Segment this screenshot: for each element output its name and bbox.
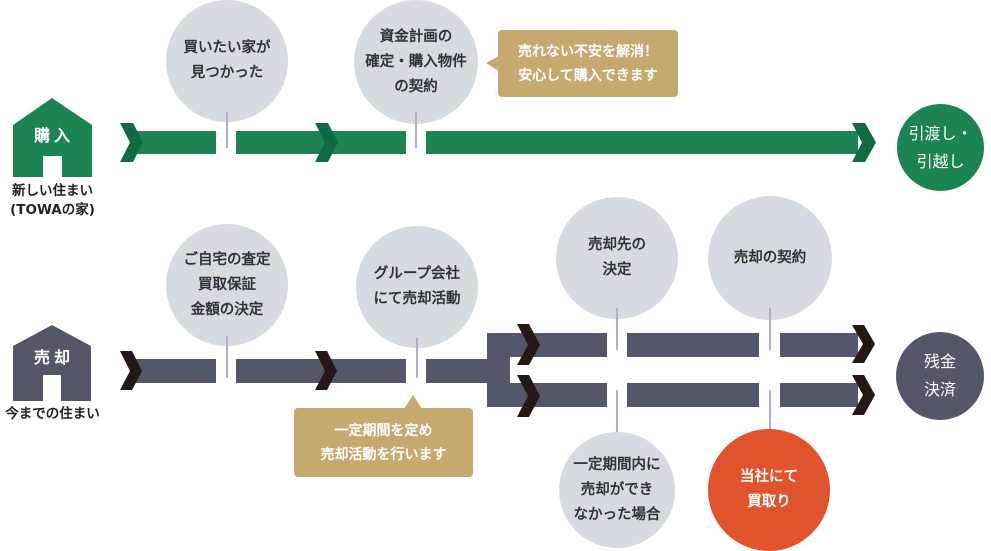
- sale-branch-unsold-chevron-1: [517, 375, 540, 417]
- sale-branch-connector-3: [616, 390, 618, 434]
- callout-text-line: 売却活動を行います: [320, 446, 447, 463]
- purchase-goal-move-in: 引渡し・ 引越し: [897, 104, 984, 191]
- sale-branch-buyer-decided: 売却先の 決定: [556, 197, 678, 319]
- step-text-line: 買取保証: [198, 276, 256, 293]
- sale-callout-pointer: [404, 395, 422, 409]
- purchase-callout-pointer: [486, 56, 499, 71]
- goal-text-line: 引渡し・: [908, 123, 973, 143]
- purchase-house-icon: [13, 98, 92, 177]
- sale-step-connector-2: [416, 338, 418, 378]
- sale-branch-connector-4: [769, 390, 771, 434]
- sale-branch-unsold-chevron-2: [852, 375, 875, 415]
- step-text-line: なかった場合: [573, 506, 661, 523]
- purchase-step-contract: 資金計画の 確定・購入物件 の契約: [354, 0, 478, 124]
- sale-step-appraisal: ご自宅の査定 買取保証 金額の決定: [166, 224, 288, 346]
- step-text-line: 一定期間内に: [573, 456, 661, 473]
- step-text-line: ご自宅の査定: [183, 251, 271, 268]
- step-text-line: 売却先の: [588, 237, 646, 253]
- sale-step-connector-1: [226, 336, 228, 378]
- sale-branch-sold-chevron-1: [517, 324, 540, 365]
- step-text-line: 確定・購入物件: [365, 53, 467, 70]
- purchase-caption-line: 新しい住まい: [12, 183, 93, 199]
- step-text-line: 決定: [602, 262, 632, 278]
- callout-text-line: 売れない不安を解消！: [518, 43, 658, 60]
- sale-branch-sold-chevron-2: [852, 325, 875, 363]
- step-text-line: 資金計画の: [379, 28, 453, 45]
- goal-text-line: 残金: [923, 352, 956, 371]
- sale-step-group-sales: グループ会社 にて売却活動: [356, 226, 478, 348]
- sale-house-label: 売却: [33, 348, 74, 367]
- sale-branch-connector-1: [616, 308, 618, 350]
- sale-branch-connector-2: [769, 308, 771, 350]
- goal-text-line: 決済: [923, 380, 956, 399]
- step-text-line: 見つかった: [190, 65, 264, 81]
- purchase-chevron-2: [315, 123, 338, 162]
- sale-house-icon: [13, 325, 91, 401]
- step-text-line: にて売却活動: [373, 291, 461, 307]
- step-text-line: グループ会社: [373, 266, 461, 282]
- sale-timeline-bar: [130, 333, 510, 407]
- purchase-chevron-3: [852, 123, 876, 162]
- step-text-line: 当社にて: [740, 469, 798, 485]
- goal-text-line: 引越し: [916, 151, 965, 171]
- step-text-line: 買いたい家が: [183, 40, 271, 56]
- step-text-line: の契約: [394, 78, 438, 95]
- purchase-chevron-1: [120, 123, 143, 162]
- sale-branch-unsold-bar: [487, 383, 858, 407]
- purchase-house-label: 購入: [33, 126, 74, 145]
- purchase-caption: 新しい住まい (TOWAの家): [0, 182, 105, 220]
- callout-text-line: 安心して購入できます: [518, 67, 658, 84]
- purchase-timeline-bar: [130, 131, 858, 154]
- sale-caption: 今までの住まい: [0, 405, 105, 424]
- callout-text-line: 一定期間を定め: [334, 422, 433, 439]
- purchase-step-house-found: 買いたい家が 見つかった: [166, 0, 288, 122]
- sale-branch-sold-bar: [487, 333, 858, 357]
- sale-goal-final-payment: 残金 決済: [896, 332, 984, 420]
- sale-chevron-2: [315, 351, 337, 390]
- step-text-line: 売却の契約: [733, 249, 807, 266]
- purchase-step-connector-1: [226, 112, 228, 148]
- step-text-line: 売却ができ: [580, 481, 654, 498]
- purchase-caption-line: (TOWAの家): [10, 202, 95, 218]
- step-text-line: 金額の決定: [190, 301, 264, 318]
- purchase-callout: 売れない不安を解消！ 安心して購入できます: [498, 30, 678, 97]
- sale-branch-sale-contract: 売却の契約: [708, 196, 832, 320]
- purchase-step-connector-2: [415, 112, 417, 148]
- step-text-line: 買取り: [747, 494, 791, 510]
- sale-branch-buyback: 当社にて 買取り: [708, 429, 830, 551]
- sale-branch-not-sold: 一定期間内に 売却ができ なかった場合: [559, 432, 675, 548]
- sale-caption-line: 今までの住まい: [5, 406, 100, 422]
- sale-chevron-1: [120, 351, 142, 390]
- sale-callout: 一定期間を定め 売却活動を行います: [294, 408, 473, 477]
